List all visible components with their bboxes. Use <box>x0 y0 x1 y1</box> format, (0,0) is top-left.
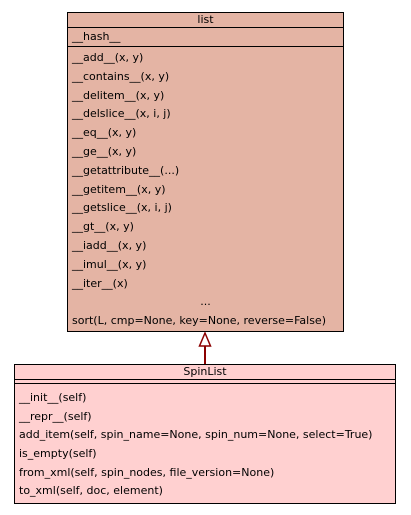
class-name: list <box>68 13 343 28</box>
attribute-row: __hash__ <box>68 28 343 47</box>
method-row: __gt__(x, y) <box>72 220 134 234</box>
method-row: __add__(x, y) <box>72 51 144 64</box>
method-row: is_empty(self) <box>19 447 97 461</box>
method-row: __contains__(x, y) <box>72 69 170 83</box>
method-row: __repr__(self) <box>19 409 92 423</box>
method-section: __init__(self) __repr__(self) add_item(s… <box>15 384 395 501</box>
class-list[interactable]: list __hash__ __add__(x, y) __contains__… <box>67 12 344 332</box>
class-spinlist[interactable]: SpinList __init__(self) __repr__(self) a… <box>14 364 396 504</box>
method-section: __add__(x, y) __contains__(x, y) __delit… <box>68 47 343 331</box>
method-ellipsis: ... <box>200 295 211 309</box>
attribute-section: __hash__ <box>68 28 343 47</box>
class-name: SpinList <box>15 365 395 380</box>
attribute-section-empty <box>15 380 395 384</box>
method-row: __imul__(x, y) <box>72 257 147 271</box>
inheritance-arrowhead <box>198 331 212 347</box>
method-row: __init__(self) <box>19 391 87 404</box>
method-row: __iadd__(x, y) <box>72 238 147 252</box>
method-row: __eq__(x, y) <box>72 126 137 140</box>
method-row: to_xml(self, doc, element) <box>19 484 163 498</box>
method-row: __getslice__(x, i, j) <box>72 201 172 215</box>
method-row: add_item(self, spin_name=None, spin_num=… <box>19 428 373 442</box>
method-row: from_xml(self, spin_nodes, file_version=… <box>19 465 275 479</box>
method-row: sort(L, cmp=None, key=None, reverse=Fals… <box>72 314 326 328</box>
method-row: __ge__(x, y) <box>72 144 137 158</box>
method-row: __getitem__(x, y) <box>72 182 166 196</box>
method-row: __delitem__(x, y) <box>72 88 165 102</box>
method-row: __delslice__(x, i, j) <box>72 107 171 121</box>
method-row: __getattribute__(...) <box>72 163 180 177</box>
method-row: __iter__(x) <box>72 276 128 290</box>
